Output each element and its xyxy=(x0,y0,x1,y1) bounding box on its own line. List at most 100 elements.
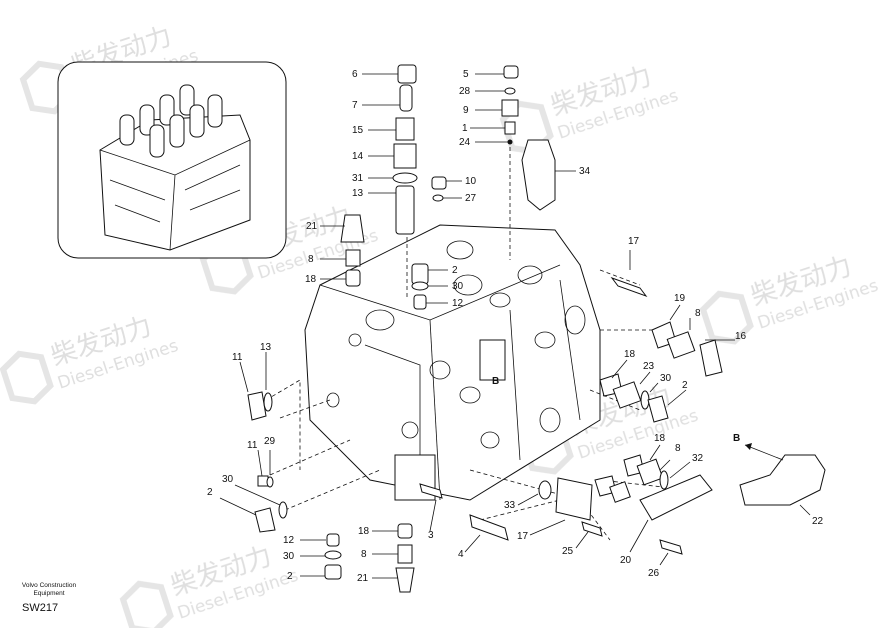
part-ball-24 xyxy=(507,139,513,145)
callout-21b: 21 xyxy=(357,573,369,584)
part-cover-20 xyxy=(639,474,713,521)
callout-3: 3 xyxy=(428,530,434,541)
callout-8b: 8 xyxy=(695,308,701,319)
callout-17b: 17 xyxy=(517,531,529,542)
part-plug-11 xyxy=(247,391,267,421)
callout-26: 26 xyxy=(648,568,660,579)
part-plug-2c xyxy=(254,507,276,533)
part-plug-10 xyxy=(431,176,447,190)
part-cover-17 xyxy=(555,477,593,521)
drawing-code: SW217 xyxy=(22,602,59,614)
part-spring-8b xyxy=(666,331,696,359)
callout-11: 11 xyxy=(232,352,243,363)
callout-31: 31 xyxy=(352,173,364,184)
view-marker-on-block: B xyxy=(492,376,499,387)
part-oring-33 xyxy=(538,480,552,500)
part-plug-11b xyxy=(257,475,269,487)
callout-8c: 8 xyxy=(361,549,367,560)
part-oring-29 xyxy=(266,476,274,488)
callout-30d: 30 xyxy=(283,551,295,562)
callout-20: 20 xyxy=(620,555,632,566)
callout-33: 33 xyxy=(504,500,516,511)
callout-30c: 30 xyxy=(222,474,234,485)
callout-12: 12 xyxy=(452,298,464,309)
part-plug-6 xyxy=(397,64,417,84)
part-spring-extra xyxy=(609,481,631,503)
callout-2: 2 xyxy=(452,265,458,276)
callout-32: 32 xyxy=(692,453,704,464)
callout-8d: 8 xyxy=(675,443,681,454)
part-oring-13 xyxy=(263,392,273,412)
part-bolt-3 xyxy=(419,483,443,499)
part-poppet-18c xyxy=(397,523,413,539)
callout-2b: 2 xyxy=(682,380,688,391)
callout-17: 17 xyxy=(628,236,640,247)
callout-11b: 11 xyxy=(247,440,258,451)
callout-18c: 18 xyxy=(358,526,370,537)
callout-12b: 12 xyxy=(283,535,295,546)
part-plug-2b xyxy=(647,395,669,423)
callout-19: 19 xyxy=(674,293,686,304)
callout-7: 7 xyxy=(352,100,358,111)
part-spring-15 xyxy=(395,117,415,141)
main-valve-block: B xyxy=(304,224,601,501)
watermark-logo: 柴发动力 Diesel-Engines xyxy=(119,541,301,628)
part-oring-31 xyxy=(392,172,418,184)
part-relief-valve-34 xyxy=(521,139,556,211)
part-spring-8 xyxy=(345,249,361,267)
part-plug-5 xyxy=(503,65,519,79)
callout-34: 34 xyxy=(579,166,591,177)
callout-4: 4 xyxy=(458,549,464,560)
part-cap-21b xyxy=(395,567,415,593)
part-poppet-18 xyxy=(345,269,361,287)
callout-18d: 18 xyxy=(654,433,666,444)
callout-29: 29 xyxy=(264,436,276,447)
part-cap-21 xyxy=(340,214,365,243)
part-spring-23 xyxy=(612,381,642,409)
part-plug-2d xyxy=(324,564,342,580)
part-solenoid-valve-22 xyxy=(739,454,826,506)
part-oring-30 xyxy=(411,281,429,291)
inset-spools xyxy=(119,84,223,158)
callout-15: 15 xyxy=(352,125,364,136)
callout-22: 22 xyxy=(812,516,824,527)
part-poppet-12 xyxy=(413,294,427,310)
callout-27: 27 xyxy=(465,193,477,204)
callout-labels: 6 7 15 14 31 13 5 28 9 1 24 34 10 27 21 … xyxy=(207,69,824,584)
callout-23: 23 xyxy=(643,361,655,372)
part-poppet-1 xyxy=(504,121,516,135)
exploded-parts xyxy=(247,64,826,593)
callout-18: 18 xyxy=(305,274,317,285)
callout-2c: 2 xyxy=(207,487,213,498)
view-marker-b: B xyxy=(733,433,740,444)
callout-28: 28 xyxy=(459,86,471,97)
drawing-footer: Volvo Construction Equipment SW217 xyxy=(14,582,84,614)
part-oring-32 xyxy=(659,470,669,490)
callout-1: 1 xyxy=(462,123,468,134)
part-plug-16 xyxy=(699,339,723,377)
callout-2d: 2 xyxy=(287,571,293,582)
part-spring-14 xyxy=(393,143,417,169)
callout-30b: 30 xyxy=(660,373,672,384)
callout-5: 5 xyxy=(463,69,469,80)
watermark-logo: 柴发动力 Diesel-Engines xyxy=(0,311,181,405)
company-name: Volvo Construction Equipment xyxy=(21,582,77,597)
callout-6: 6 xyxy=(352,69,358,80)
callout-13: 13 xyxy=(352,188,364,199)
callout-13b: 13 xyxy=(260,342,272,353)
callout-21: 21 xyxy=(306,221,318,232)
callout-24: 24 xyxy=(459,137,471,148)
part-bolt-4 xyxy=(469,514,509,541)
leader-lines xyxy=(219,73,811,579)
part-spring-9 xyxy=(501,99,519,117)
callout-18b: 18 xyxy=(624,349,636,360)
part-oring-30d xyxy=(324,550,342,560)
watermark-logo: 柴发动力 Diesel-Engines xyxy=(699,251,881,345)
callout-8: 8 xyxy=(308,254,314,265)
part-spool-7 xyxy=(399,84,413,112)
part-poppet-12b xyxy=(326,533,340,547)
callout-16: 16 xyxy=(735,331,747,342)
part-bolt-26 xyxy=(659,539,683,555)
